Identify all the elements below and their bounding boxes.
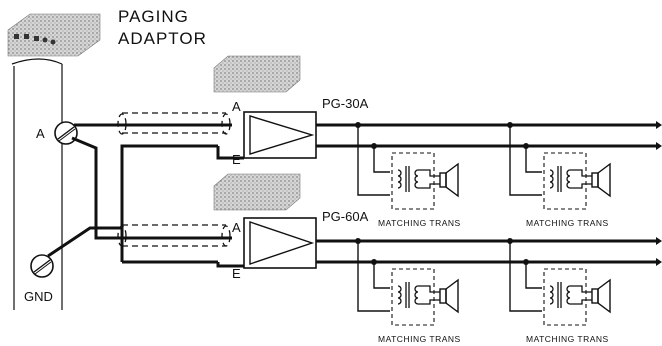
speaker-unit-4: MATCHING TRANS <box>509 241 611 344</box>
transformer-box-1 <box>391 152 435 210</box>
junction-dots <box>355 122 529 265</box>
transformer-coil-icon <box>549 166 592 192</box>
speaker-lines <box>316 123 656 264</box>
transformer-label-1: MATCHING TRANS <box>378 218 461 228</box>
terminal-a-screw <box>54 121 78 145</box>
input-wiring <box>47 123 232 264</box>
amp2-input-a-label: A <box>232 220 241 235</box>
paging-adaptor-device-icon <box>7 13 101 57</box>
transformer-label-3: MATCHING TRANS <box>378 334 461 344</box>
pg30a-device-icon <box>213 55 301 93</box>
e-leads <box>216 146 244 268</box>
amp1-model-label: PG-30A <box>322 96 369 111</box>
transformer-box-3 <box>391 268 435 326</box>
amp1-input-a-label: A <box>232 99 241 114</box>
amp2-model-label: PG-60A <box>322 209 369 224</box>
adaptor-panel <box>11 58 63 310</box>
speaker-unit-1: MATCHING TRANS <box>357 125 461 228</box>
speaker-unit-3: MATCHING TRANS <box>357 241 461 344</box>
transformer-label-2: MATCHING TRANS <box>526 218 609 228</box>
amp2-input-e-label: E <box>232 266 241 281</box>
title-line2: ADAPTOR <box>118 29 207 48</box>
transformer-coil-icon <box>549 282 592 308</box>
speaker-icon <box>591 162 611 198</box>
speaker-icon <box>439 162 459 198</box>
title-line1: PAGING <box>118 7 189 26</box>
transformer-label-4: MATCHING TRANS <box>526 334 609 344</box>
transformer-box-2 <box>543 152 587 210</box>
shield-lines <box>117 112 231 247</box>
speaker-icon <box>439 278 459 314</box>
terminal-gnd-label: GND <box>24 289 53 304</box>
speaker-icon <box>591 278 611 314</box>
amp1-input-e-label: E <box>232 152 241 167</box>
line-arrows <box>656 121 662 266</box>
amplifier-pg60a <box>243 217 317 269</box>
amplifier-pg30a <box>243 111 317 159</box>
terminal-gnd-screw <box>30 254 54 278</box>
speaker-unit-2: MATCHING TRANS <box>509 125 611 228</box>
transformer-coil-icon <box>397 166 440 192</box>
terminal-a-label: A <box>36 126 45 141</box>
pg60a-device-icon <box>213 173 301 211</box>
transformer-coil-icon <box>397 282 440 308</box>
transformer-box-4 <box>543 268 587 326</box>
